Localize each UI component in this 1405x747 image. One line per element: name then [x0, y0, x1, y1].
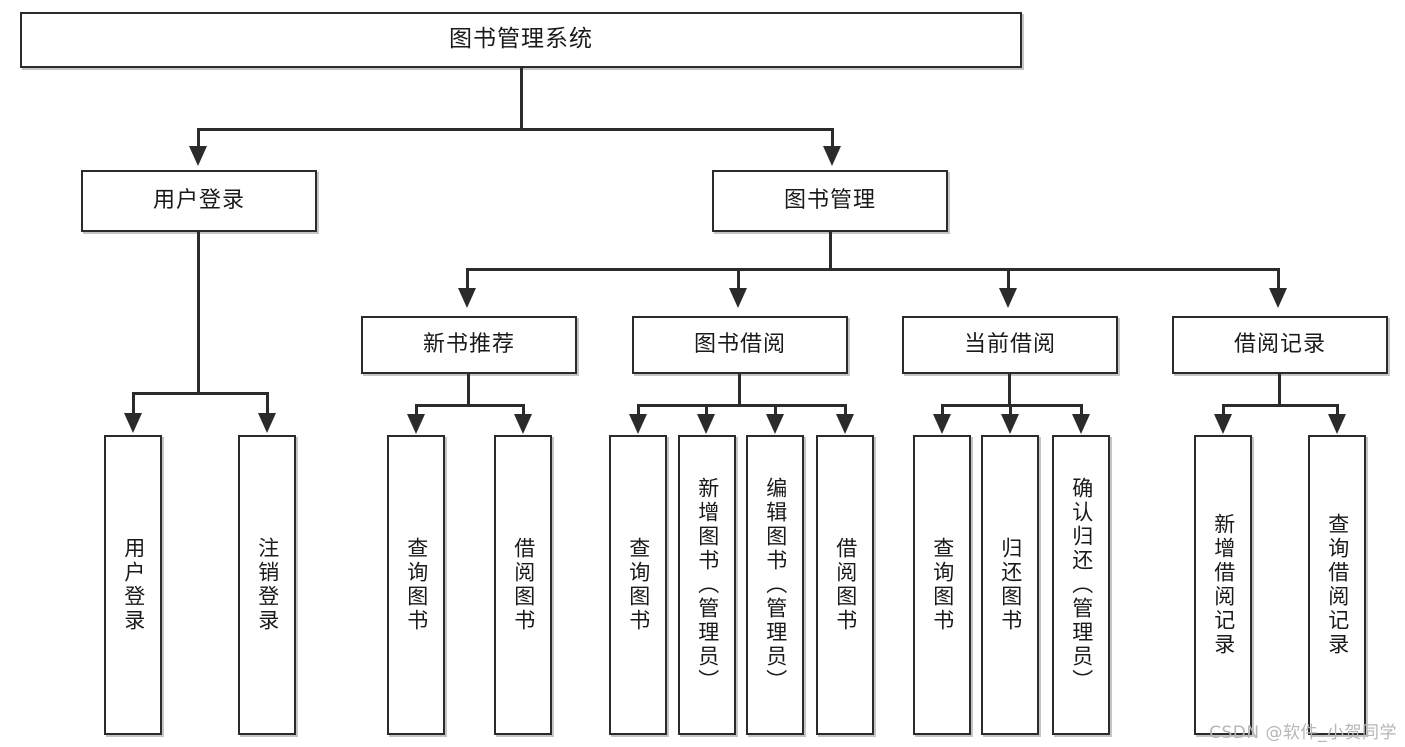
node-label: 注销登录: [255, 537, 280, 633]
connector-borrow-record-leaf1: [1222, 404, 1225, 416]
node-label: 图书管理: [783, 187, 876, 213]
connector-new-book-down: [467, 374, 470, 406]
arrow-to-current-borrow: [999, 288, 1017, 308]
node-label: 查询图书: [626, 537, 651, 633]
node-label: 编辑图书（管理员）: [763, 477, 788, 693]
arrow-to-user-login: [189, 146, 207, 166]
node-new-book-recommend[interactable]: 新书推荐: [361, 316, 577, 374]
arrow-new-book-leaf1: [407, 414, 425, 434]
arrow-user-login-leaf1: [124, 413, 142, 433]
node-label: 新书推荐: [422, 331, 515, 357]
connector-to-borrow-record: [1277, 268, 1280, 288]
node-root-book-management-system[interactable]: 图书管理系统: [20, 12, 1022, 68]
connector-book-borrow-leaf2: [705, 404, 708, 416]
node-label: 图书借阅: [693, 331, 786, 357]
node-label: 用户登录: [152, 187, 245, 213]
leaf-current-borrow-confirm-return[interactable]: 确认归还（管理员）: [1052, 435, 1110, 735]
connector-book-management-down: [829, 232, 832, 270]
node-borrow-record[interactable]: 借阅记录: [1172, 316, 1388, 374]
leaf-book-borrow-borrow-book[interactable]: 借阅图书: [816, 435, 874, 735]
arrow-new-book-leaf2: [514, 414, 532, 434]
leaf-new-book-query-book[interactable]: 查询图书: [387, 435, 445, 735]
connector-new-book-leaf2: [522, 404, 525, 416]
connector-book-management-bus: [466, 268, 1280, 271]
node-label: 查询图书: [930, 537, 955, 633]
leaf-user-login-logout[interactable]: 注销登录: [238, 435, 296, 735]
arrow-book-borrow-leaf4: [836, 414, 854, 434]
leaf-book-borrow-edit-book[interactable]: 编辑图书（管理员）: [746, 435, 804, 735]
node-current-borrow[interactable]: 当前借阅: [902, 316, 1118, 374]
leaf-user-login-login[interactable]: 用户登录: [104, 435, 162, 735]
arrow-to-borrow-record: [1269, 288, 1287, 308]
node-label: 用户登录: [121, 537, 146, 633]
connector-current-borrow-bus: [941, 404, 1083, 407]
node-label: 新增借阅记录: [1211, 513, 1236, 657]
connector-current-borrow-leaf2: [1009, 404, 1012, 416]
node-book-management[interactable]: 图书管理: [712, 170, 948, 232]
connector-to-current-borrow: [1007, 268, 1010, 288]
arrow-current-borrow-leaf1: [933, 414, 951, 434]
arrow-user-login-leaf2: [258, 413, 276, 433]
arrow-borrow-record-leaf1: [1214, 414, 1232, 434]
connector-borrow-record-down: [1278, 374, 1281, 406]
connector-to-book-management: [831, 128, 834, 146]
connector-book-borrow-bus: [637, 404, 847, 407]
node-user-login[interactable]: 用户登录: [81, 170, 317, 232]
connector-root-down: [520, 68, 523, 130]
leaf-current-borrow-return-book[interactable]: 归还图书: [981, 435, 1039, 735]
node-label: 图书管理系统: [449, 26, 593, 53]
connector-new-book-bus: [415, 404, 525, 407]
connector-user-login-leaf1: [132, 392, 135, 414]
arrow-borrow-record-leaf2: [1328, 414, 1346, 434]
node-label: 当前借阅: [963, 331, 1056, 357]
leaf-book-borrow-add-book[interactable]: 新增图书（管理员）: [678, 435, 736, 735]
leaf-current-borrow-query-book[interactable]: 查询图书: [913, 435, 971, 735]
connector-new-book-leaf1: [415, 404, 418, 416]
connector-to-new-book: [466, 268, 469, 288]
connector-book-borrow-leaf4: [844, 404, 847, 416]
node-label: 确认归还（管理员）: [1069, 477, 1094, 693]
node-label: 归还图书: [998, 537, 1023, 633]
connector-user-login-down: [197, 232, 200, 394]
connector-to-book-borrow: [737, 268, 740, 288]
arrow-book-borrow-leaf2: [697, 414, 715, 434]
leaf-borrow-record-query-record[interactable]: 查询借阅记录: [1308, 435, 1366, 735]
node-book-borrow[interactable]: 图书借阅: [632, 316, 848, 374]
connector-to-user-login: [197, 128, 200, 146]
leaf-book-borrow-query-book[interactable]: 查询图书: [609, 435, 667, 735]
leaf-new-book-borrow-book[interactable]: 借阅图书: [494, 435, 552, 735]
node-label: 查询图书: [404, 537, 429, 633]
leaf-borrow-record-add-record[interactable]: 新增借阅记录: [1194, 435, 1252, 735]
connector-current-borrow-down: [1008, 374, 1011, 406]
node-label: 查询借阅记录: [1325, 513, 1350, 657]
node-label: 新增图书（管理员）: [695, 477, 720, 693]
connector-user-login-bus: [132, 392, 269, 395]
arrow-to-book-borrow: [729, 288, 747, 308]
arrow-to-book-management: [823, 146, 841, 166]
connector-book-borrow-leaf3: [774, 404, 777, 416]
node-label: 借阅图书: [511, 537, 536, 633]
arrow-current-borrow-leaf3: [1072, 414, 1090, 434]
node-label: 借阅图书: [833, 537, 858, 633]
connector-root-bus: [197, 128, 834, 131]
arrow-book-borrow-leaf3: [766, 414, 784, 434]
arrow-to-new-book: [458, 288, 476, 308]
connector-current-borrow-leaf1: [941, 404, 944, 416]
node-label: 借阅记录: [1233, 331, 1326, 357]
arrow-current-borrow-leaf2: [1001, 414, 1019, 434]
connector-borrow-record-leaf2: [1336, 404, 1339, 416]
connector-book-borrow-down: [738, 374, 741, 406]
connector-borrow-record-bus: [1222, 404, 1339, 407]
connector-book-borrow-leaf1: [637, 404, 640, 416]
connector-current-borrow-leaf3: [1080, 404, 1083, 416]
arrow-book-borrow-leaf1: [629, 414, 647, 434]
connector-user-login-leaf2: [266, 392, 269, 414]
